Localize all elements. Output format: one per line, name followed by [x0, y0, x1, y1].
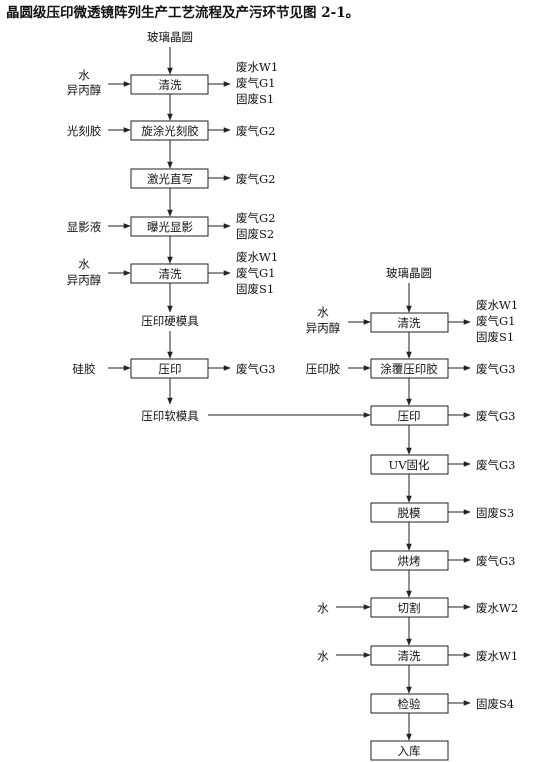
- page-title: 晶圆级压印微透镜阵列生产工艺流程及产污环节见图 2-1。: [6, 4, 359, 21]
- left-step-label-wash-2: 清洗: [159, 267, 182, 281]
- left-step-label-spin-coat: 旋涂光刻胶: [141, 124, 199, 138]
- right-step-input-resin: 压印胶: [306, 362, 341, 376]
- right-step-output-g3-uv: 废气G3: [476, 458, 516, 472]
- left-step-output-g1-2: 废气G1: [236, 266, 276, 280]
- right-step-output-s4: 固废S4: [476, 697, 514, 711]
- right-step-label-bake: 烘烤: [398, 554, 421, 568]
- left-step-output-g2-spin: 废气G2: [236, 124, 276, 138]
- right-step-label-demold: 脱模: [398, 506, 421, 520]
- left-step-input-ipa-2: 异丙醇: [67, 273, 102, 287]
- left-step-label-wash-1: 清洗: [159, 78, 182, 92]
- left-step-output-g1-1: 废气G1: [236, 76, 276, 90]
- right-step-label-cut: 切割: [398, 601, 421, 615]
- left-step-label-laser-write: 激光直写: [147, 172, 193, 186]
- left-soft-mold-label: 压印软模具: [141, 409, 199, 423]
- right-start-label: 玻璃晶圆: [386, 266, 432, 280]
- left-step-output-w1-2: 废水W1: [236, 250, 278, 264]
- right-step-input-water-wash-2: 水: [317, 649, 329, 663]
- left-step-output-g2-laser: 废气G2: [236, 172, 276, 186]
- right-step-label-coat: 涂覆压印胶: [380, 362, 438, 376]
- right-step-box-storage: [370, 740, 449, 761]
- right-step-input-ipa-1: 异丙醇: [306, 321, 341, 335]
- left-start-label: 玻璃晶圆: [147, 30, 193, 44]
- left-step-input-photoresist: 光刻胶: [67, 124, 102, 138]
- left-step-input-developer: 显影液: [67, 220, 102, 234]
- right-step-output-w2: 废水W2: [476, 601, 518, 615]
- right-step-input-water-1: 水: [317, 305, 329, 319]
- left-step-input-silicone: 硅胶: [73, 362, 96, 376]
- right-step-label-wash-2: 清洗: [398, 649, 421, 663]
- right-step-label-uv-cure: UV固化: [389, 458, 430, 472]
- left-step-output-g2-develop: 废气G2: [236, 211, 276, 225]
- left-step-label-imprint: 压印: [159, 362, 182, 376]
- left-step-label-develop: 曝光显影: [147, 220, 193, 234]
- right-step-label-inspect: 检验: [398, 697, 421, 711]
- right-step-label-imprint: 压印: [398, 409, 421, 423]
- left-step-output-s1-1: 固废S1: [236, 92, 274, 106]
- left-hard-mold-label: 压印硬模具: [141, 314, 199, 328]
- left-step-output-s1-2: 固废S1: [236, 282, 274, 296]
- left-step-output-s2: 固废S2: [236, 227, 274, 241]
- right-step-input-water-cut: 水: [317, 601, 329, 615]
- left-step-output-g3-imprint: 废气G3: [236, 362, 276, 376]
- left-step-input-ipa-1: 异丙醇: [67, 83, 102, 97]
- right-step-output-s1-1: 固废S1: [476, 330, 514, 344]
- right-step-output-g1-1: 废气G1: [476, 314, 516, 328]
- right-step-output-w1-1: 废水W1: [476, 298, 518, 312]
- right-step-output-g3-imprint: 废气G3: [476, 409, 516, 423]
- right-step-output-g3-coat: 废气G3: [476, 362, 516, 376]
- right-step-output-g3-bake: 废气G3: [476, 554, 516, 568]
- right-step-output-s3: 固废S3: [476, 506, 514, 520]
- right-step-output-w1-2: 废水W1: [476, 649, 518, 663]
- left-step-input-water-2: 水: [78, 257, 90, 271]
- right-step-label-storage: 入库: [398, 744, 421, 758]
- right-step-label-wash-1: 清洗: [398, 316, 421, 330]
- left-step-output-w1-1: 废水W1: [236, 60, 278, 74]
- left-step-input-water-1: 水: [78, 68, 90, 82]
